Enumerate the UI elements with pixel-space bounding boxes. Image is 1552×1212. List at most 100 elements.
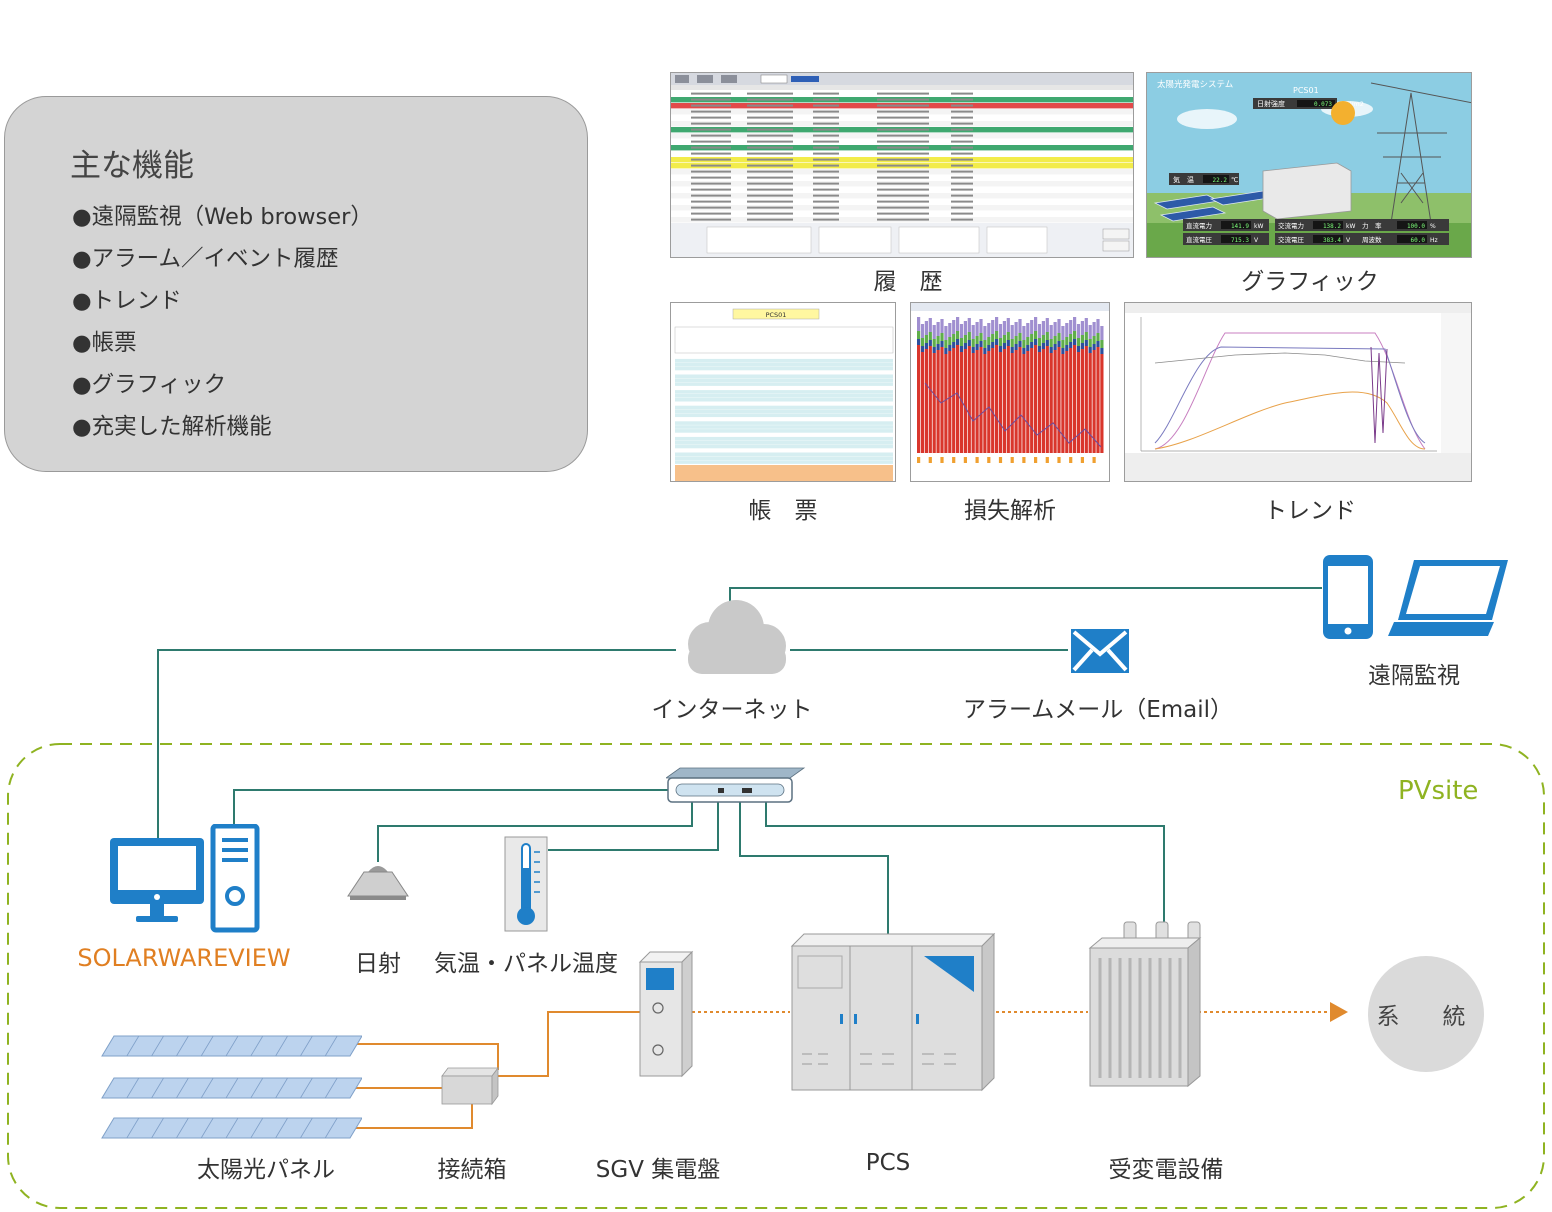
trend-chart-thumbnail bbox=[1125, 303, 1471, 481]
history-cell bbox=[877, 152, 929, 155]
history-cell bbox=[877, 188, 929, 191]
loss-bar-segment bbox=[1057, 319, 1061, 333]
loss-bar-segment bbox=[971, 347, 975, 353]
solar-panel-cell-line bbox=[275, 1077, 288, 1099]
history-cell bbox=[877, 98, 929, 101]
solar-panel-cell-line bbox=[151, 1117, 164, 1139]
loss-bar-segment bbox=[1080, 343, 1084, 349]
loss-bar-segment bbox=[940, 347, 944, 453]
loss-bar-segment bbox=[971, 325, 975, 339]
solar-panel-cell-line bbox=[126, 1077, 140, 1099]
gauge-label: 力 率 bbox=[1362, 221, 1382, 230]
loss-bar-segment bbox=[956, 317, 960, 331]
loss-analysis-screenshot bbox=[910, 302, 1110, 482]
history-cell bbox=[747, 146, 793, 149]
solar-panel-cell-line bbox=[250, 1035, 264, 1057]
gauge-value: 138.2 bbox=[1323, 223, 1341, 230]
loss-bar-segment bbox=[1014, 350, 1018, 453]
loss-bar-segment bbox=[1053, 344, 1057, 350]
history-cell bbox=[951, 104, 973, 107]
report-row bbox=[675, 374, 893, 379]
loss-bar-segment bbox=[1002, 343, 1006, 349]
solar-panel-label: 太陽光パネル bbox=[197, 1157, 335, 1183]
loss-bar-segment bbox=[1018, 333, 1022, 341]
history-cell bbox=[813, 170, 839, 173]
loss-bar-segment bbox=[967, 332, 971, 340]
loss-bar-segment bbox=[1084, 346, 1088, 453]
loss-bar-segment bbox=[998, 346, 1003, 352]
graphic-title: 太陽光発電システム bbox=[1157, 79, 1233, 90]
solarwareview-label: SOLARWAREVIEW bbox=[77, 944, 291, 972]
loss-bar-segment bbox=[924, 335, 928, 343]
loss-bar-segment bbox=[1096, 319, 1100, 333]
history-cell bbox=[691, 92, 731, 95]
loss-bar-segment bbox=[1022, 457, 1026, 463]
loss-bar-segment bbox=[1065, 345, 1069, 351]
history-cell bbox=[813, 176, 839, 179]
loss-bar-segment bbox=[928, 340, 932, 346]
loss-bar-segment bbox=[991, 320, 995, 334]
smartphone-icon[interactable] bbox=[1322, 554, 1374, 640]
solar-panel-cell-line bbox=[126, 1117, 140, 1139]
loss-bar-segment bbox=[1034, 457, 1038, 463]
history-cell bbox=[877, 182, 929, 185]
history-cell bbox=[747, 164, 793, 167]
thermometer-icon bbox=[504, 836, 548, 932]
loss-bar-segment bbox=[1006, 346, 1010, 453]
loss-bar-segment bbox=[1045, 332, 1049, 340]
history-cell bbox=[877, 104, 929, 107]
loss-bar-segment bbox=[1057, 341, 1061, 347]
loss-bar-segment bbox=[1061, 326, 1065, 340]
loss-bar-segment bbox=[979, 341, 983, 347]
features-list: ●遠隔監視（Web browser） ●アラーム／イベント履歴 ●トレンド ●帳… bbox=[72, 196, 373, 448]
laptop-icon[interactable] bbox=[1388, 558, 1510, 638]
feature-item: ●帳票 bbox=[72, 330, 137, 356]
solar-panel-cell-line bbox=[225, 1035, 239, 1057]
loss-bar-segment bbox=[924, 321, 928, 335]
loss-bar-segment bbox=[948, 323, 952, 337]
history-cell bbox=[951, 110, 973, 113]
history-cell bbox=[747, 158, 793, 161]
loss-bar-segment bbox=[983, 340, 987, 348]
loss-bar-segment bbox=[944, 348, 948, 354]
loss-bar-segment bbox=[932, 325, 936, 339]
loss-bar-segment bbox=[991, 348, 995, 453]
transformer-icon bbox=[1088, 921, 1202, 1088]
pvsite-boundary bbox=[7, 743, 1545, 1209]
solar-panel-cell-line bbox=[176, 1077, 189, 1099]
solar-panel-cell-line bbox=[225, 1077, 239, 1099]
loss-bar-segment bbox=[920, 324, 925, 338]
loss-bar-segment bbox=[991, 334, 995, 342]
history-cell bbox=[747, 212, 793, 215]
loss-bar-segment bbox=[1088, 325, 1092, 339]
gauge-unit: kW bbox=[1254, 223, 1263, 230]
loss-bar-segment bbox=[1037, 324, 1042, 338]
solar-panel-cell-line bbox=[126, 1035, 140, 1057]
loss-bar-segment bbox=[924, 349, 928, 453]
loss-bar-segment bbox=[956, 331, 960, 339]
loss-bar-segment bbox=[928, 332, 932, 340]
history-cell bbox=[691, 218, 731, 221]
history-cell bbox=[747, 128, 793, 131]
loss-bar-segment bbox=[917, 457, 921, 463]
loss-bar-segment bbox=[987, 351, 991, 453]
loss-bar-segment bbox=[936, 344, 940, 350]
irradiance-value: 0.073 bbox=[1314, 101, 1332, 108]
loss-bar-segment bbox=[1037, 352, 1042, 453]
loss-bar-segment bbox=[1049, 353, 1053, 453]
report-row bbox=[675, 433, 893, 437]
history-caption: 履 歴 bbox=[873, 269, 943, 295]
history-cell bbox=[877, 110, 929, 113]
loss-bar-segment bbox=[1014, 336, 1018, 344]
loss-bar-segment bbox=[917, 317, 921, 331]
loss-bar-segment bbox=[983, 348, 987, 354]
loss-bar-segment bbox=[1053, 350, 1057, 453]
solar-panel-cell-line bbox=[225, 1117, 239, 1139]
loss-bar-segment bbox=[936, 350, 940, 453]
solar-panel-cell-line bbox=[250, 1117, 264, 1139]
grid-circle: 系 統 bbox=[1368, 956, 1484, 1072]
history-cell bbox=[951, 188, 973, 191]
loss-bar-segment bbox=[1014, 344, 1018, 350]
loss-bar-segment bbox=[1061, 348, 1065, 354]
